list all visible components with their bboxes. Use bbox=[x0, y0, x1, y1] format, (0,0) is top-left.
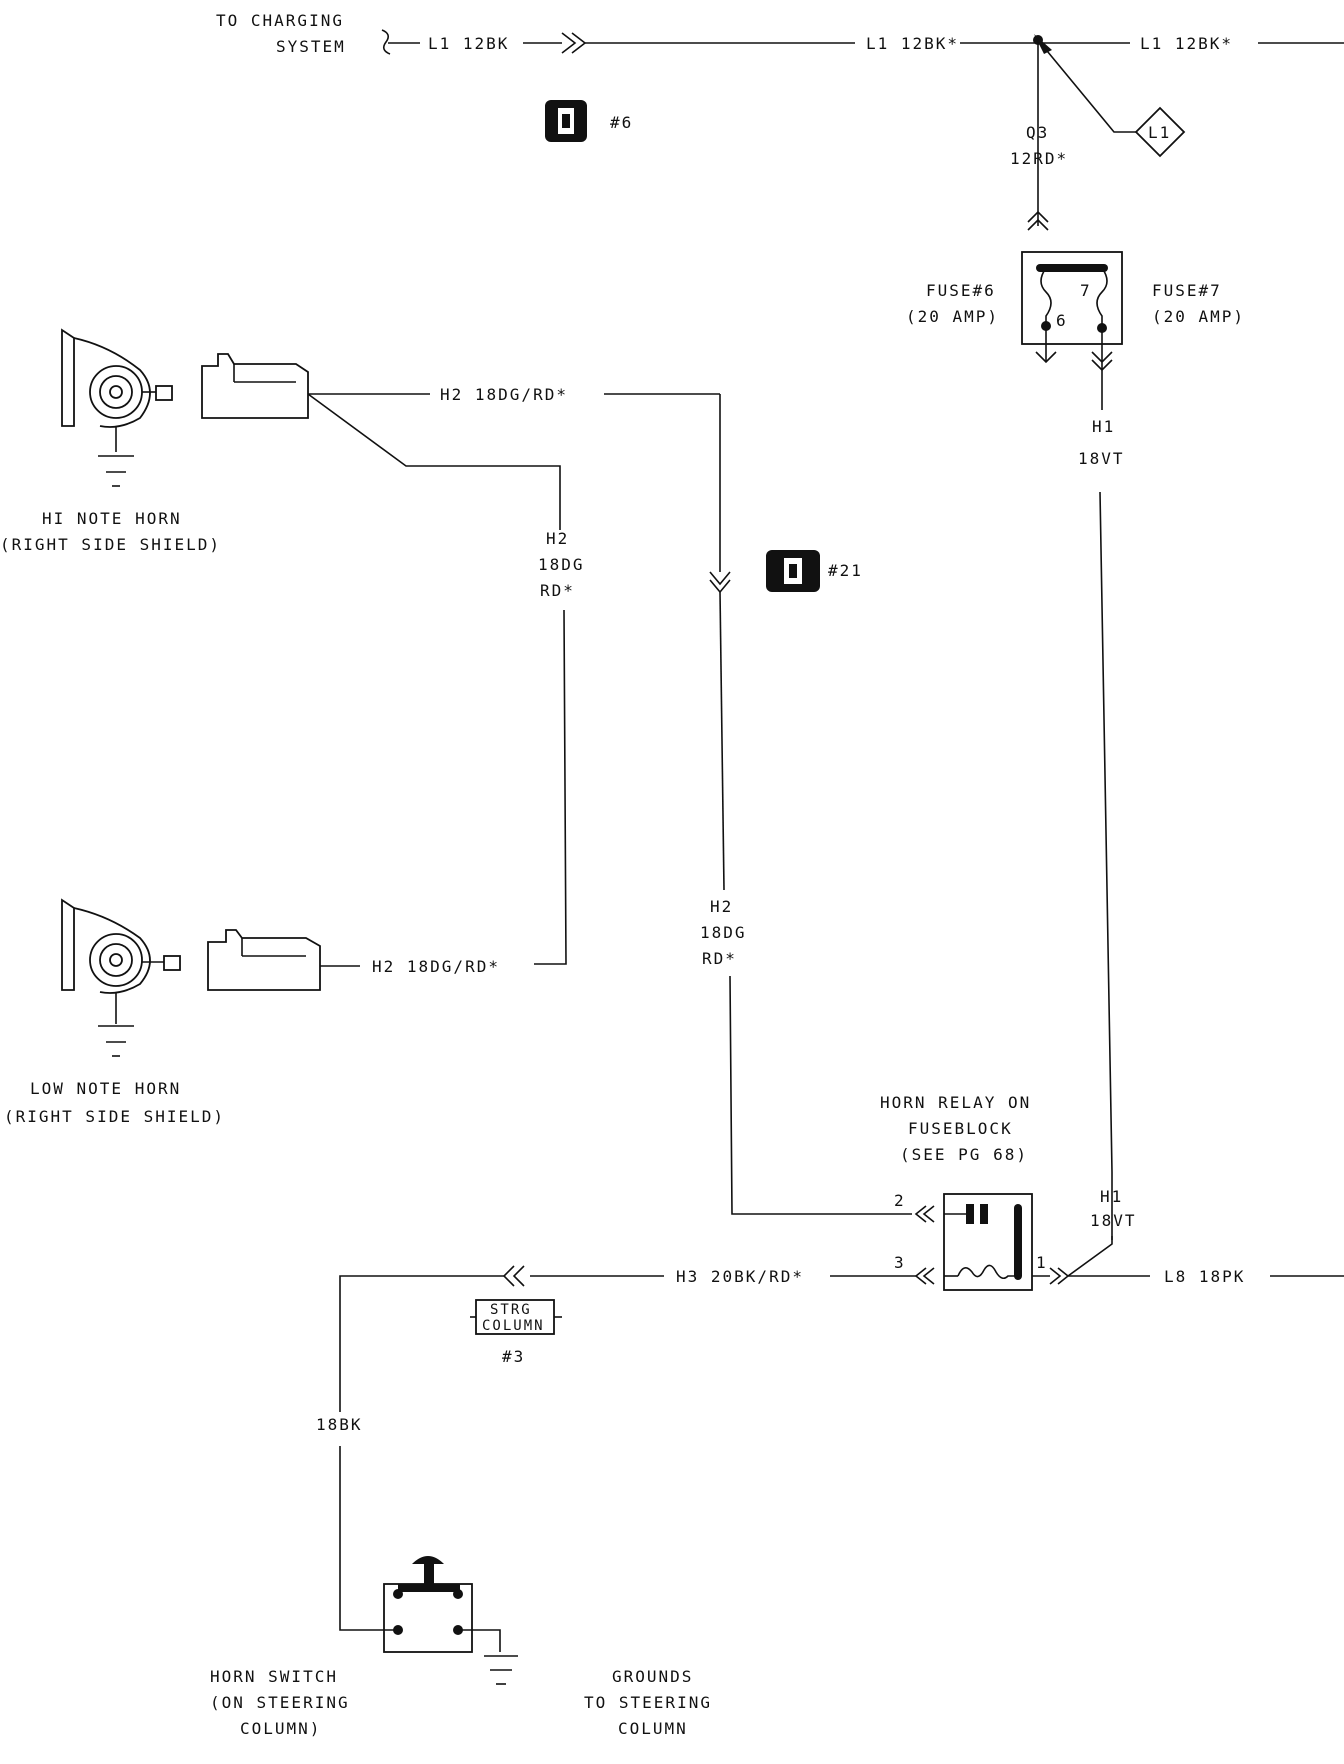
connector-21-icon: #21 bbox=[766, 550, 863, 592]
h1-label-bottom-1: H1 bbox=[1100, 1187, 1123, 1206]
connector-6-icon: #6 bbox=[545, 100, 633, 142]
relay-pin-2: 2 bbox=[894, 1191, 906, 1210]
h1-label-top-2: 18VT bbox=[1078, 449, 1125, 468]
ground-icon bbox=[484, 1655, 518, 1685]
hi-horn-connector bbox=[201, 353, 309, 419]
charging-system-feed: TO CHARGING SYSTEM L1 12BK L1 12BK* L1 1… bbox=[216, 11, 1344, 231]
horn-switch-label-1: HORN SWITCH bbox=[210, 1667, 338, 1686]
grounds-label-2: TO STEERING bbox=[584, 1693, 712, 1712]
h2-vertical-label-1: H2 bbox=[546, 529, 569, 548]
connector-21-label: #21 bbox=[828, 561, 863, 580]
l8-label: L8 18PK bbox=[1164, 1267, 1245, 1286]
horn-switch bbox=[383, 1556, 518, 1685]
connector-6-label: #6 bbox=[610, 113, 633, 132]
fuse-number-7: 7 bbox=[1080, 281, 1092, 300]
to-charging-label-1: TO CHARGING bbox=[216, 11, 344, 30]
steering-column-connector: STRG COLUMN #3 bbox=[470, 1299, 562, 1366]
grounds-label-1: GROUNDS bbox=[612, 1667, 693, 1686]
h2-vertical-label-2: 18DG bbox=[538, 555, 585, 574]
l1-reference-diamond: L1 bbox=[1134, 106, 1186, 158]
h2-top-label: H2 18DG/RD* bbox=[440, 385, 568, 404]
l1-12bk-label-a: L1 12BK bbox=[428, 34, 509, 53]
ground-icon bbox=[98, 455, 134, 487]
h1-label-bottom-2: 18VT bbox=[1090, 1211, 1137, 1230]
relay-pin-1: 1 bbox=[1036, 1253, 1048, 1272]
fuse7-label-1: FUSE#7 bbox=[1152, 281, 1222, 300]
hi-note-horn-label-1: HI NOTE HORN bbox=[42, 509, 182, 528]
strg-column-label-2: COLUMN bbox=[482, 1318, 545, 1334]
strg-column-label-1: STRG bbox=[490, 1302, 532, 1318]
horn-relay-label-1: HORN RELAY ON bbox=[880, 1093, 1031, 1112]
strg-column-number: #3 bbox=[502, 1347, 525, 1366]
18bk-label: 18BK bbox=[316, 1415, 363, 1434]
low-note-horn-label-1: LOW NOTE HORN bbox=[30, 1079, 181, 1098]
h2-mid-label-1: H2 bbox=[710, 897, 733, 916]
h2-mid-label-2: 18DG bbox=[700, 923, 747, 942]
q3-label-1: Q3 bbox=[1026, 123, 1049, 142]
horn-relay-label-3: (SEE PG 68) bbox=[900, 1145, 1028, 1164]
fuse-block: 7 6 bbox=[1021, 251, 1123, 410]
h2-low-label: H2 18DG/RD* bbox=[372, 957, 500, 976]
relay-pin-3: 3 bbox=[894, 1253, 906, 1272]
horn-relay bbox=[914, 1193, 1070, 1291]
low-note-horn: LOW NOTE HORN (RIGHT SIDE SHIELD) bbox=[4, 898, 225, 1126]
h2-mid-label-3: RD* bbox=[702, 949, 737, 968]
h1-label-top-1: H1 bbox=[1092, 417, 1115, 436]
q3-label-2: 12RD* bbox=[1010, 149, 1068, 168]
fuse6-label-1: FUSE#6 bbox=[926, 281, 996, 300]
l1-diamond-label: L1 bbox=[1148, 123, 1171, 142]
h3-label: H3 20BK/RD* bbox=[676, 1267, 804, 1286]
hi-note-horn: HI NOTE HORN (RIGHT SIDE SHIELD) bbox=[0, 328, 221, 554]
horn-switch-label-2: (ON STEERING bbox=[210, 1693, 350, 1712]
ground-icon bbox=[98, 1025, 134, 1057]
low-horn-connector bbox=[207, 929, 321, 991]
grounds-label-3: COLUMN bbox=[618, 1719, 688, 1738]
l1-12bk-label-c: L1 12BK* bbox=[1140, 34, 1233, 53]
horn-relay-label-2: FUSEBLOCK bbox=[908, 1119, 1013, 1138]
l1-12bk-label-b: L1 12BK* bbox=[866, 34, 959, 53]
fuse7-label-2: (20 AMP) bbox=[1152, 307, 1245, 326]
h2-vertical-label-3: RD* bbox=[540, 581, 575, 600]
horn-switch-label-3: COLUMN) bbox=[240, 1719, 321, 1738]
low-note-horn-label-2: (RIGHT SIDE SHIELD) bbox=[4, 1107, 225, 1126]
to-charging-label-2: SYSTEM bbox=[276, 37, 346, 56]
hi-note-horn-label-2: (RIGHT SIDE SHIELD) bbox=[0, 535, 221, 554]
fuse-number-6: 6 bbox=[1056, 311, 1068, 330]
fuse6-label-2: (20 AMP) bbox=[906, 307, 999, 326]
